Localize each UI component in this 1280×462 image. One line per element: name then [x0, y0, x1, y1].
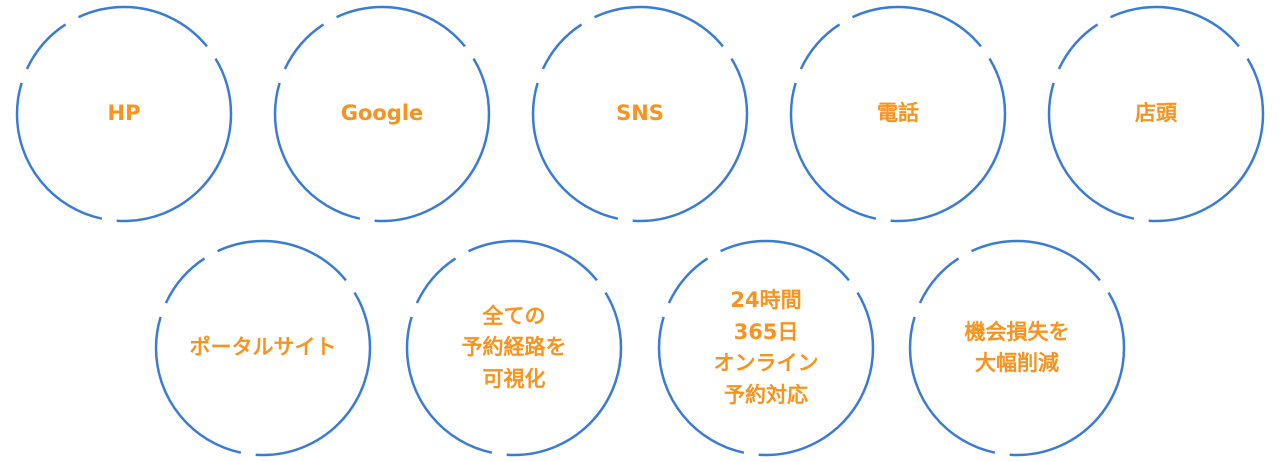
circle-item: HP [15, 5, 233, 223]
dashed-ring [15, 5, 233, 223]
circle-item: ポータルサイト [154, 239, 372, 457]
circle-label: Google [340, 101, 424, 126]
circle-label: HP [107, 101, 141, 126]
circle-item: 電話 [789, 5, 1007, 223]
circle-label: 24時間 365日 オンライン 予約対応 [713, 288, 819, 407]
circle-item: 24時間 365日 オンライン 予約対応 [657, 239, 875, 457]
dashed-ring [154, 239, 372, 457]
dashed-ring [531, 5, 749, 223]
circle-item: 全ての 予約経路を 可視化 [405, 239, 623, 457]
circle-label: 店頭 [1135, 101, 1177, 126]
dashed-ring [1047, 5, 1265, 223]
circle-label: 機会損失を 大幅削減 [964, 319, 1070, 376]
dashed-ring [657, 239, 875, 457]
circle-label: 全ての 予約経路を 可視化 [461, 303, 567, 391]
dashed-ring [273, 5, 491, 223]
dashed-ring [405, 239, 623, 457]
circle-item: 機会損失を 大幅削減 [908, 239, 1126, 457]
dashed-ring [789, 5, 1007, 223]
circle-label: SNS [616, 101, 664, 126]
circle-item: Google [273, 5, 491, 223]
circle-label: ポータルサイト [189, 335, 337, 360]
circle-label: 電話 [877, 101, 919, 126]
circle-item: SNS [531, 5, 749, 223]
circle-item: 店頭 [1047, 5, 1265, 223]
dashed-ring [908, 239, 1126, 457]
